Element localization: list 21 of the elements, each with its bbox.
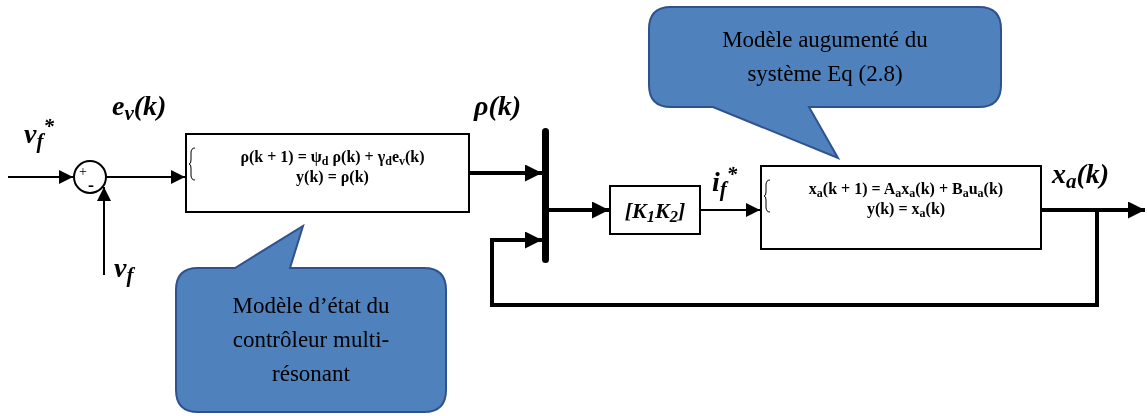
- arrow: [490, 208, 1099, 307]
- multiplexer-bar: [542, 128, 549, 263]
- callout-text: Modèle d’état du contrôleur multi-résonant: [231, 292, 391, 388]
- equation: ρ(k + 1) = ψ$_{d}$ ρ(k) + γ$_{d}$e$_{v}$(k): [240, 147, 425, 167]
- gain-matrix: [K$_{1}$K$_{2}$]: [624, 196, 686, 227]
- state-space-block: [760, 165, 1042, 250]
- gain-block: [609, 185, 701, 235]
- arrow: [7, 170, 74, 184]
- minus-sign: -: [88, 176, 94, 194]
- plus-sign: +: [79, 165, 87, 179]
- arrow: [97, 186, 111, 276]
- state-space-block: [185, 133, 470, 213]
- arrow: [106, 170, 186, 184]
- arrow: [700, 203, 761, 217]
- equation: x$_{a}$(k + 1) = A$_{a}$x$_{a}$(k) + B$_{a}$u$_{a}$(k): [808, 179, 1004, 199]
- equation: y(k) = ρ(k): [296, 167, 369, 187]
- callout-text: Modèle augumenté du système Eq (2.8): [721, 26, 929, 88]
- equation: y(k) = x$_{a}$(k): [866, 199, 946, 219]
- arrow: [549, 201, 609, 219]
- summing-junction: [73, 160, 107, 194]
- arrow: [470, 164, 542, 182]
